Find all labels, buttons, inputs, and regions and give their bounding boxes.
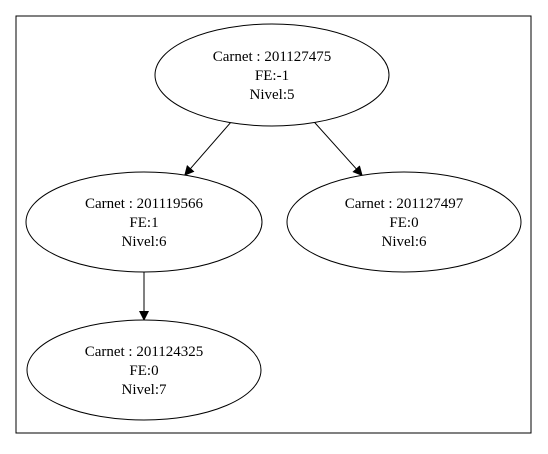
edge-n201127475-to-n201127497: [314, 122, 363, 177]
node-fe-label: FE:1: [129, 215, 158, 231]
node-carnet-label: Carnet : 201119566: [85, 196, 204, 212]
node-ellipse: [25, 171, 263, 273]
node-carnet-label: Carnet : 201127497: [345, 196, 464, 212]
node-carnet-label: Carnet : 201127475: [213, 49, 332, 65]
node-fe-label: FE:-1: [255, 68, 289, 84]
edges-layer: [139, 122, 363, 321]
node-fe-label: FE:0: [389, 215, 418, 231]
node-nivel-label: Nivel:5: [250, 87, 295, 103]
node-ellipse: [154, 23, 390, 127]
node-nivel-label: Nivel:6: [382, 234, 427, 250]
node-nivel-label: Nivel:6: [122, 234, 167, 250]
edge-n201127475-to-n201119566: [184, 122, 231, 176]
node-ellipse: [26, 319, 262, 421]
node-fe-label: FE:0: [129, 363, 158, 379]
node-carnet-label: Carnet : 201124325: [85, 344, 204, 360]
node-nivel-label: Nivel:7: [122, 382, 167, 398]
node-ellipse: [286, 171, 522, 273]
